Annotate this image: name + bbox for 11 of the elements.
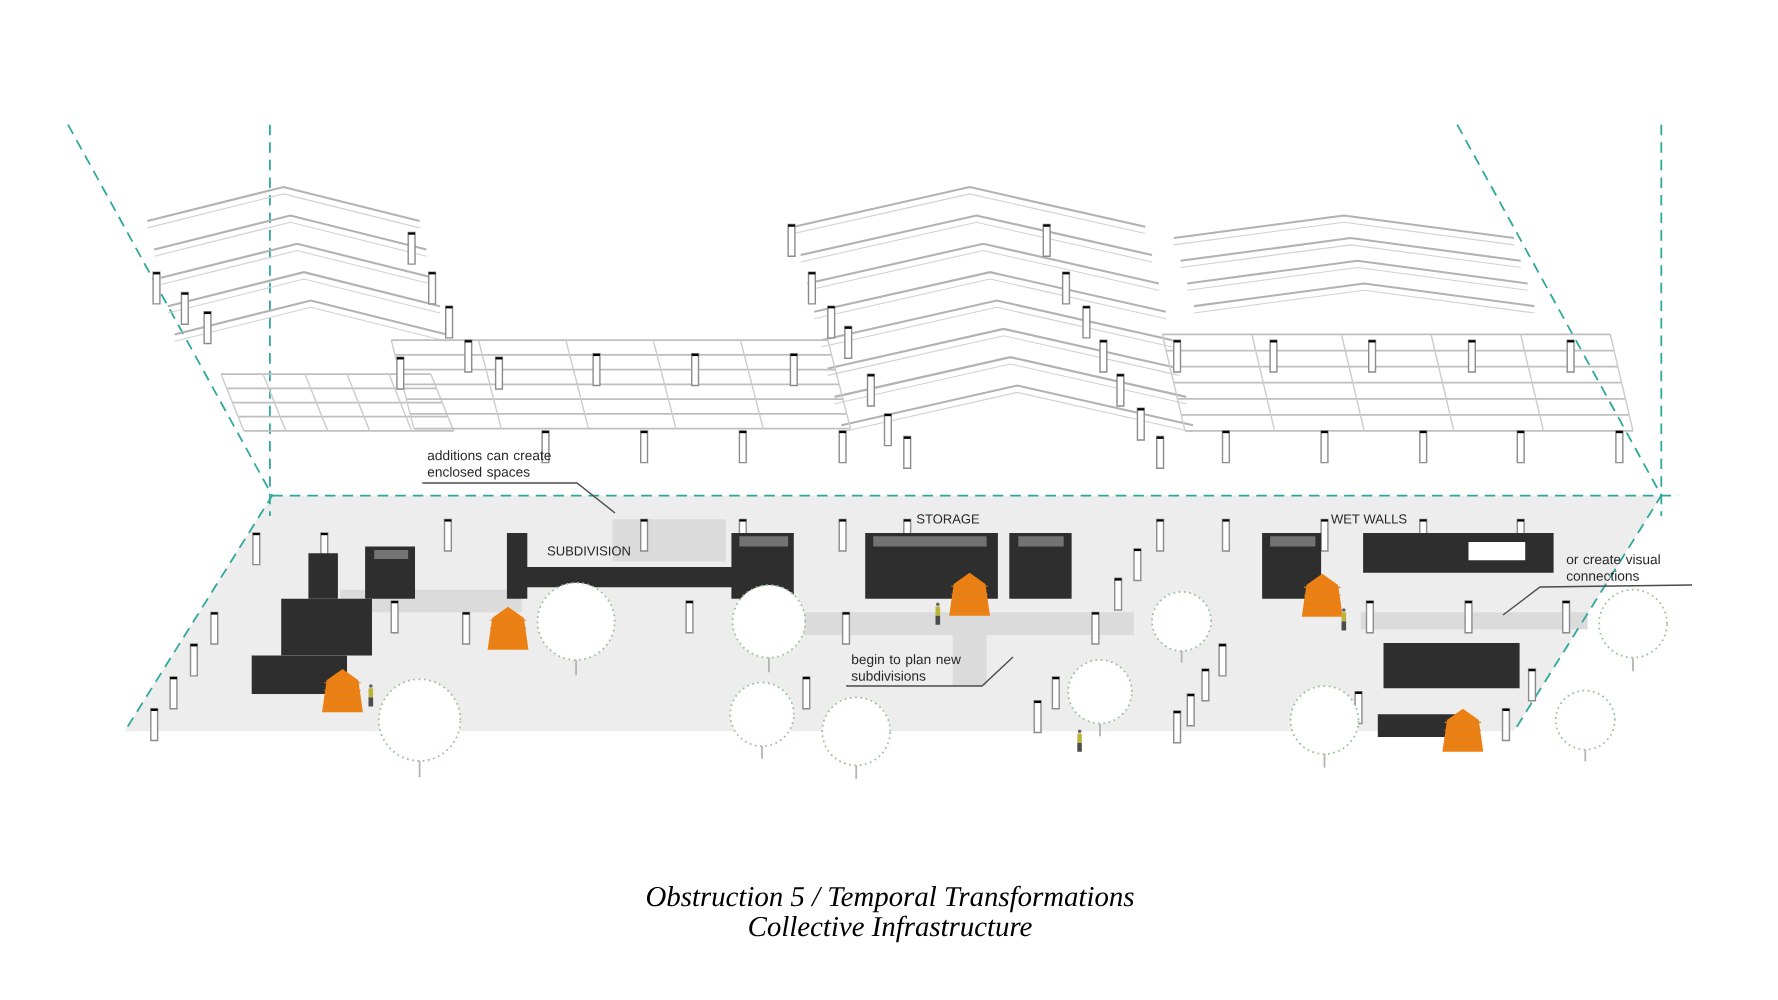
area-label: SUBDIVISION (547, 546, 630, 556)
area-label: WET WALLS (1331, 514, 1407, 524)
callout-text: additions can create enclosed spaces (427, 450, 551, 480)
leader-line (422, 482, 616, 514)
title: Obstruction 5 / Temporal Transformations (646, 885, 1134, 913)
leader-line (1502, 584, 1693, 616)
leader-line (846, 656, 1014, 687)
callout-text: or create visual connections (1566, 554, 1660, 581)
caption: Collective Infrastructure (749, 915, 1032, 943)
area-label: STORAGE (916, 514, 980, 524)
callout-text: begin to plan new subdivisions (851, 654, 961, 681)
